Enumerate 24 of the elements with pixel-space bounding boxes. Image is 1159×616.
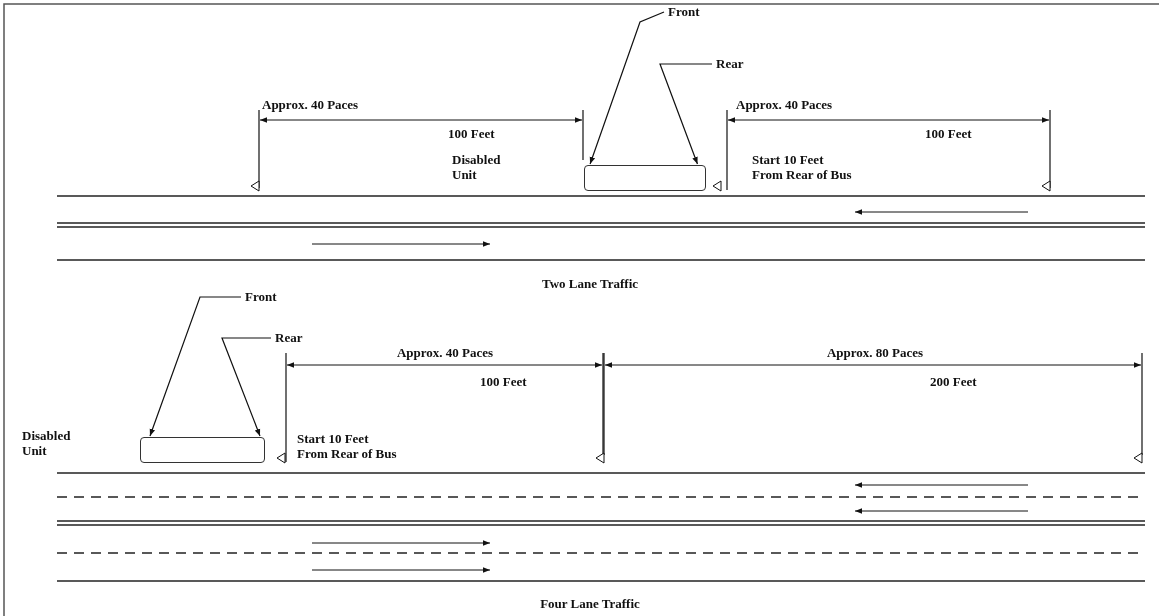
bus-outline bbox=[584, 165, 706, 191]
road-caption: Two Lane Traffic bbox=[540, 276, 639, 291]
note-text: Start 10 Feet From Rear of Bus bbox=[297, 431, 398, 461]
dimension-label: 100 Feet bbox=[925, 126, 972, 141]
road-caption: Four Lane Traffic bbox=[539, 596, 641, 611]
leader-line bbox=[659, 63, 713, 165]
dimension-label: Approx. 80 Paces bbox=[825, 345, 925, 360]
dimension-label: 100 Feet bbox=[448, 126, 495, 141]
dimension-label: 200 Feet bbox=[930, 374, 977, 389]
part-label: Rear bbox=[716, 56, 744, 71]
part-label: Front bbox=[245, 289, 277, 304]
leader-line bbox=[221, 337, 272, 437]
dimension-label: Approx. 40 Paces bbox=[736, 97, 833, 112]
dimension-label: Approx. 40 Paces bbox=[395, 345, 495, 360]
part-label: Rear bbox=[275, 330, 303, 345]
unit-caption: Disabled Unit bbox=[452, 152, 502, 182]
part-label: Front bbox=[668, 4, 700, 19]
dimension-label: Approx. 40 Paces bbox=[262, 97, 359, 112]
bus-outline bbox=[140, 437, 265, 463]
note-text: Start 10 Feet From Rear of Bus bbox=[752, 152, 853, 182]
unit-caption: Disabled Unit bbox=[22, 428, 72, 458]
leader-line bbox=[589, 11, 665, 165]
dimension-label: 100 Feet bbox=[480, 374, 527, 389]
leader-line bbox=[149, 296, 242, 437]
